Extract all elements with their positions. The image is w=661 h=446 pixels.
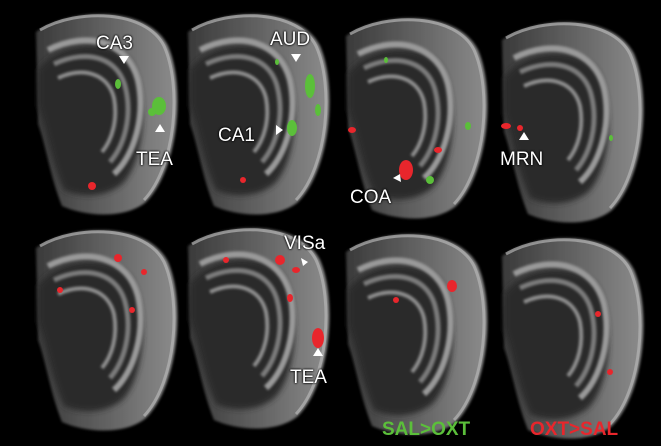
- label-tea-top: TEA: [136, 149, 173, 170]
- oxt-gt-sal-activations: [57, 123, 613, 375]
- slice-top-4: [502, 22, 643, 223]
- label-arrowheads: [119, 54, 529, 356]
- legend-sal-gt-oxt: SAL>OXT: [382, 419, 471, 440]
- sal-gt-oxt-activations: [115, 57, 613, 184]
- label-ca3: CA3: [96, 33, 133, 54]
- label-visa: VISa: [284, 233, 326, 254]
- label-tea-bottom: TEA: [290, 367, 327, 388]
- slice-bottom-3: [346, 234, 487, 435]
- label-ca1: CA1: [218, 125, 255, 146]
- slice-bottom-2: [188, 228, 329, 429]
- slice-bottom-1: [36, 230, 177, 431]
- slice-bottom-4: [502, 238, 643, 439]
- legend-oxt-gt-sal: OXT>SAL: [530, 419, 619, 440]
- label-coa: COA: [350, 187, 392, 208]
- label-aud: AUD: [270, 29, 311, 50]
- label-mrn: MRN: [500, 149, 544, 170]
